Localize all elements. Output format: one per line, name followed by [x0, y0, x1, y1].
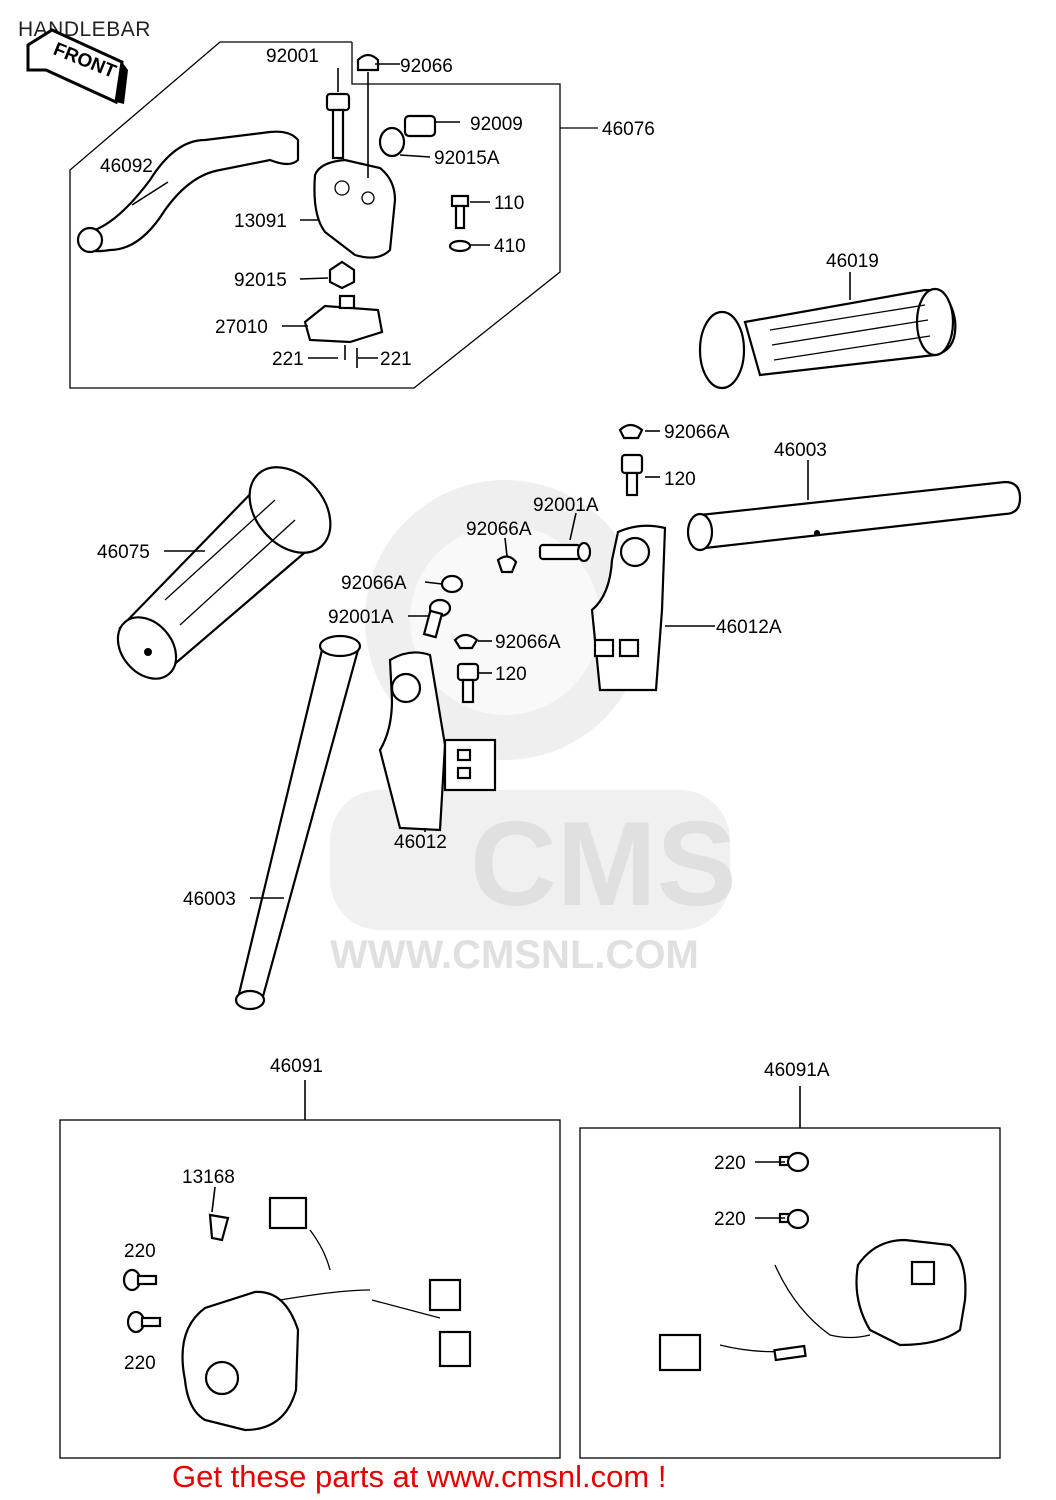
label-92066: 92066	[400, 56, 453, 77]
cap-92066A-top	[618, 423, 644, 440]
screw-220-right-b	[778, 1208, 810, 1230]
label-46019: 46019	[826, 251, 879, 272]
label-46003-low: 46003	[183, 889, 236, 910]
screw-220-right-a	[778, 1151, 810, 1173]
left-grip	[116, 466, 332, 680]
label-46075: 46075	[97, 542, 150, 563]
lever-group-border	[69, 41, 561, 389]
label-46091: 46091	[270, 1056, 323, 1077]
label-92001A-top: 92001A	[533, 495, 599, 516]
bolt-92001A-left	[422, 598, 452, 639]
bolt-92001A-top	[538, 541, 592, 563]
watermark-url: WWW.CMSNL.COM	[330, 933, 699, 977]
switch-housing-right	[658, 1238, 967, 1372]
label-92009: 92009	[470, 114, 523, 135]
label-92001A-left: 92001A	[328, 607, 394, 628]
bolt-120-top	[620, 453, 644, 497]
bolt-110	[448, 194, 472, 253]
cap-92066A-left	[440, 574, 464, 594]
label-120-low: 120	[495, 664, 527, 685]
handlebar-tube-right	[686, 480, 1022, 552]
clutch-switch	[303, 294, 384, 344]
label-220-right-a: 220	[714, 1153, 746, 1174]
label-221-b: 221	[380, 349, 412, 370]
lever-holder	[313, 158, 397, 259]
handlebar-holder-right	[590, 524, 667, 692]
cap-92066A-mid	[496, 555, 518, 574]
label-46012: 46012	[394, 832, 447, 853]
label-220-right-b: 220	[714, 1209, 746, 1230]
watermark-brand: CMS	[470, 797, 737, 931]
label-13168: 13168	[182, 1167, 235, 1188]
handlebar-holder-left	[378, 651, 497, 832]
label-46092: 46092	[100, 156, 153, 177]
label-27010: 27010	[215, 317, 268, 338]
label-92015: 92015	[234, 270, 287, 291]
footer-cta-link[interactable]: Get these parts at www.cmsnl.com !	[172, 1459, 666, 1494]
label-110: 110	[494, 193, 524, 214]
switch-housing-left	[181, 1196, 472, 1432]
screw-220-left-b	[126, 1310, 162, 1334]
switch-box-left	[59, 1119, 561, 1459]
screw-220-left-a	[122, 1268, 158, 1292]
label-92066A-mid: 92066A	[466, 519, 532, 540]
pivot-bolt	[325, 92, 351, 160]
label-92066A-low: 92066A	[495, 632, 561, 653]
leader-lines	[131, 63, 851, 1219]
cable-adjuster	[378, 114, 437, 158]
handlebar-tube-left	[234, 634, 362, 1011]
label-46012A: 46012A	[716, 617, 782, 638]
label-46091A: 46091A	[764, 1060, 830, 1081]
label-221-a: 221	[272, 349, 304, 370]
label-92066A-left: 92066A	[341, 573, 407, 594]
part-labels: 92001 92066 92009 46076 92015A 46092 110…	[97, 46, 879, 1374]
cap-92066	[356, 53, 380, 178]
label-220-left-a: 220	[124, 1241, 156, 1262]
label-220-left-b: 220	[124, 1353, 156, 1374]
label-92066A-top: 92066A	[664, 422, 730, 443]
front-arrow-icon: FRONT	[26, 28, 128, 105]
clutch-lever	[76, 130, 300, 254]
label-410: 410	[494, 236, 526, 257]
label-13091: 13091	[234, 211, 287, 232]
throttle-grip-right	[698, 287, 957, 390]
switch-box-right	[579, 1127, 1001, 1459]
nut-92015	[328, 260, 356, 290]
bolt-120-low	[456, 662, 480, 704]
label-92015A: 92015A	[434, 148, 500, 169]
label-46076: 46076	[602, 119, 655, 140]
cap-92066A-low	[453, 633, 479, 650]
label-46003-top: 46003	[774, 440, 827, 461]
label-92001: 92001	[266, 46, 319, 67]
label-120-top: 120	[664, 469, 696, 490]
